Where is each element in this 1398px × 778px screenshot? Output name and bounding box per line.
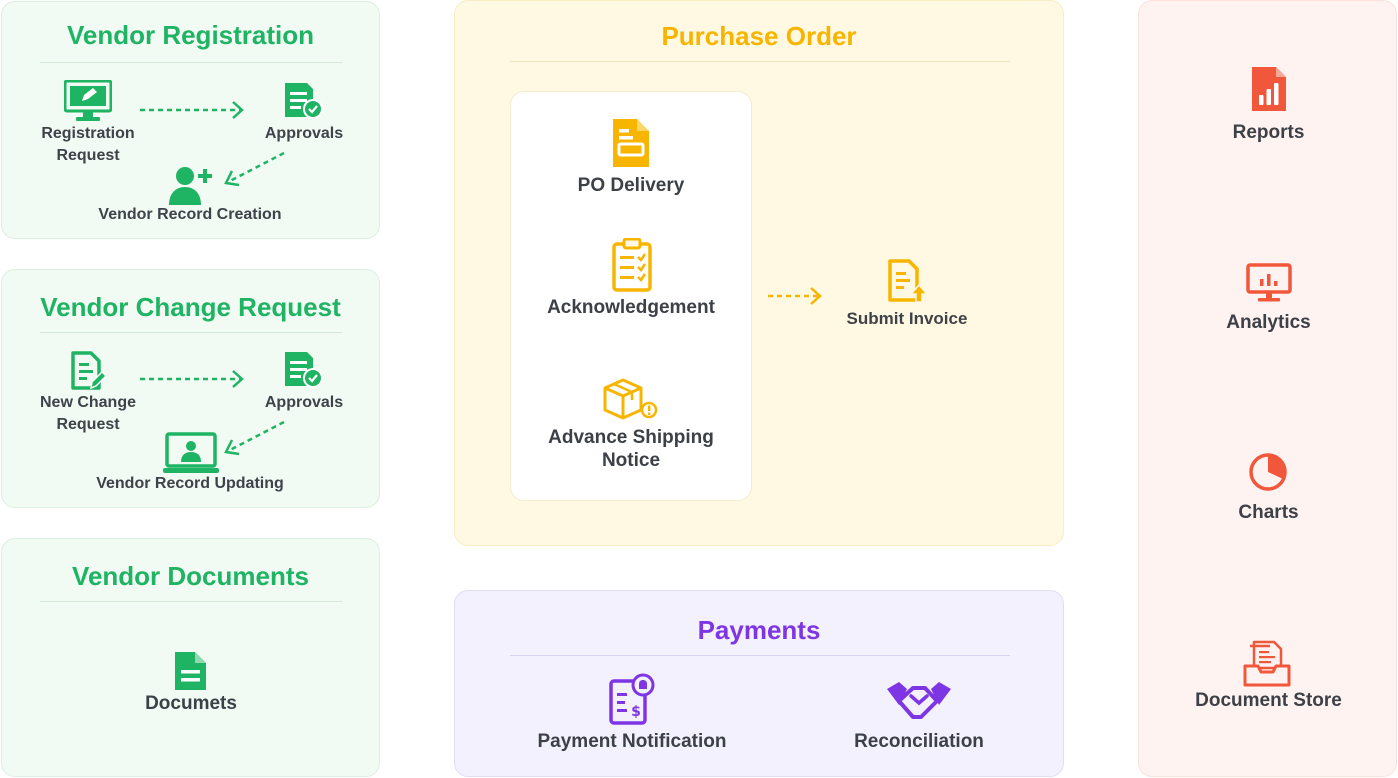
- analytics-label: Analytics: [1226, 312, 1311, 333]
- vendor-record-updating-label: Vendor Record Updating: [96, 475, 284, 492]
- divider: [40, 332, 342, 333]
- document-check-icon: [285, 83, 323, 119]
- new-change-request-label: New Change Request: [39, 394, 136, 433]
- vendor-registration-panel: Vendor Registration Registration Request…: [1, 1, 380, 239]
- reports-icon: [1252, 67, 1286, 111]
- divider: [510, 61, 1010, 62]
- document-store-label: Document Store: [1195, 690, 1342, 711]
- document-edit-icon: [71, 351, 107, 390]
- po-delivery-label: PO Delivery: [577, 175, 685, 196]
- po-steps-card: PO Delivery Acknowledgement Advance Ship…: [510, 91, 752, 501]
- divider: [510, 655, 1010, 656]
- po-document-icon: [613, 119, 649, 167]
- analytics-monitor-icon: [1246, 263, 1292, 302]
- vendor-documents-title: Vendor Documents: [72, 561, 309, 591]
- payments-panel: Payments $ Payment Notification Reconcil…: [454, 590, 1064, 777]
- payment-notification-icon: $: [609, 673, 655, 725]
- flow-arrow-right: [140, 370, 244, 388]
- purchase-order-title: Purchase Order: [661, 21, 857, 51]
- flow-arrow-right: [768, 287, 822, 305]
- laptop-user-icon: [163, 432, 219, 473]
- charts-label: Charts: [1238, 502, 1299, 523]
- vendor-change-request-title: Vendor Change Request: [40, 292, 341, 322]
- divider: [40, 62, 342, 63]
- clipboard-checklist-icon: [612, 238, 652, 292]
- divider: [40, 601, 342, 602]
- registration-request-label: Registration Request: [41, 125, 135, 164]
- add-user-icon: [169, 167, 212, 205]
- reports-label: Reports: [1232, 122, 1305, 143]
- monitor-edit-icon: [64, 80, 112, 121]
- flow-arrow-down-left: [224, 151, 285, 187]
- approvals-label: Approvals: [264, 394, 344, 411]
- payment-notification-label: Payment Notification: [537, 731, 727, 752]
- shipping-box-alert-icon: [603, 378, 658, 420]
- vendor-change-request-panel: Vendor Change Request New Change Request…: [1, 269, 380, 508]
- flow-arrow-right: [140, 101, 244, 119]
- reconciliation-label: Reconciliation: [854, 731, 984, 752]
- pie-chart-icon: [1249, 453, 1287, 491]
- reporting-panel: Reports Analytics Charts Document Store: [1138, 0, 1397, 777]
- purchase-order-panel: Purchase Order PO Delivery Acknowledgeme…: [454, 0, 1064, 546]
- advance-shipping-notice-label: Advance Shipping Notice: [548, 427, 714, 471]
- document-check-icon: [285, 352, 323, 388]
- submit-invoice-icon: [888, 259, 929, 303]
- document-store-icon: [1243, 640, 1291, 687]
- document-icon: [175, 652, 206, 690]
- vendor-documents-panel: Vendor Documents Documets: [1, 538, 380, 777]
- flow-arrow-down-left: [224, 420, 285, 456]
- payments-title: Payments: [697, 615, 821, 645]
- svg-text:$: $: [631, 704, 641, 720]
- handshake-icon: [887, 682, 951, 719]
- vendor-registration-title: Vendor Registration: [66, 20, 315, 50]
- documents-label: Documets: [145, 693, 237, 714]
- submit-invoice-label: Submit Invoice: [846, 309, 968, 328]
- acknowledgement-label: Acknowledgement: [547, 297, 715, 318]
- vendor-record-creation-label: Vendor Record Creation: [98, 206, 282, 223]
- approvals-label: Approvals: [264, 125, 344, 142]
